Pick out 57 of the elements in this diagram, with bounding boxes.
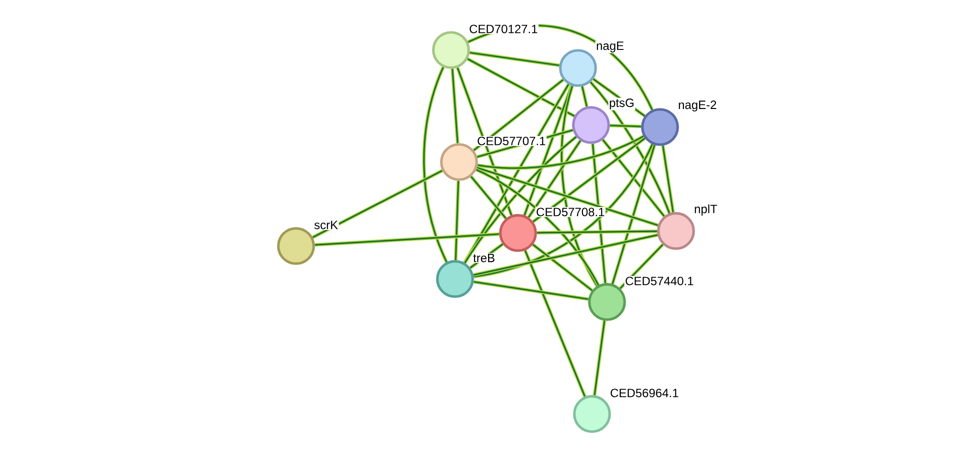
edge-line [473,280,589,301]
node-label: nplT [693,204,718,216]
edge-line [473,144,654,278]
edge-line [661,145,675,213]
edge-line [472,78,564,152]
edge-line [590,144,608,284]
edge-line [469,50,560,68]
edge-line [477,134,644,170]
node-label: nagE-2 [677,100,718,112]
edge-line [536,230,658,234]
node-label: scrK [313,220,339,230]
node-circle [657,212,695,250]
node-label: CED70127.1 [468,24,539,34]
edge-line [527,140,582,218]
node-circle [499,214,537,252]
edge-line [618,243,664,290]
edge-line [532,136,646,224]
node-label: ptsG [608,98,636,110]
edge-line [476,166,658,227]
edge-line [456,67,514,216]
node-circle [436,260,474,298]
edge-line [312,169,443,239]
node-circle [572,106,610,144]
edge-line [524,250,586,398]
node-circle [559,49,597,87]
node-circle [573,395,611,433]
edge-line [450,68,460,144]
edge-line [580,86,588,107]
node-circle [588,283,626,321]
edge-line [602,138,666,218]
edge-line [473,233,658,277]
edge-line [454,180,460,260]
edge-line [522,85,574,216]
edge-line [610,124,642,128]
node-label: treB [472,253,496,263]
edge-line [592,320,606,396]
edge-line [466,57,576,118]
node-circle [277,227,315,265]
node-label: CED57707.1 [476,136,547,146]
node-label: CED56964.1 [609,388,680,398]
node-label: CED57708.1 [535,206,606,218]
edge-line [463,135,578,264]
edge-line [469,242,504,270]
edge-line [314,232,500,247]
edge-line [470,175,508,220]
edge-line [589,81,672,214]
node-label: nagE [595,40,625,54]
node-circle [641,108,679,146]
edge-line [560,86,599,287]
edge-line [610,144,656,284]
edge-line [476,168,600,286]
node-circle [440,143,478,181]
edge-line [532,243,594,292]
edge-line [422,66,448,263]
node-label: CED57440.1 [624,276,695,286]
node-circle [432,31,470,69]
edge-line [463,83,570,264]
